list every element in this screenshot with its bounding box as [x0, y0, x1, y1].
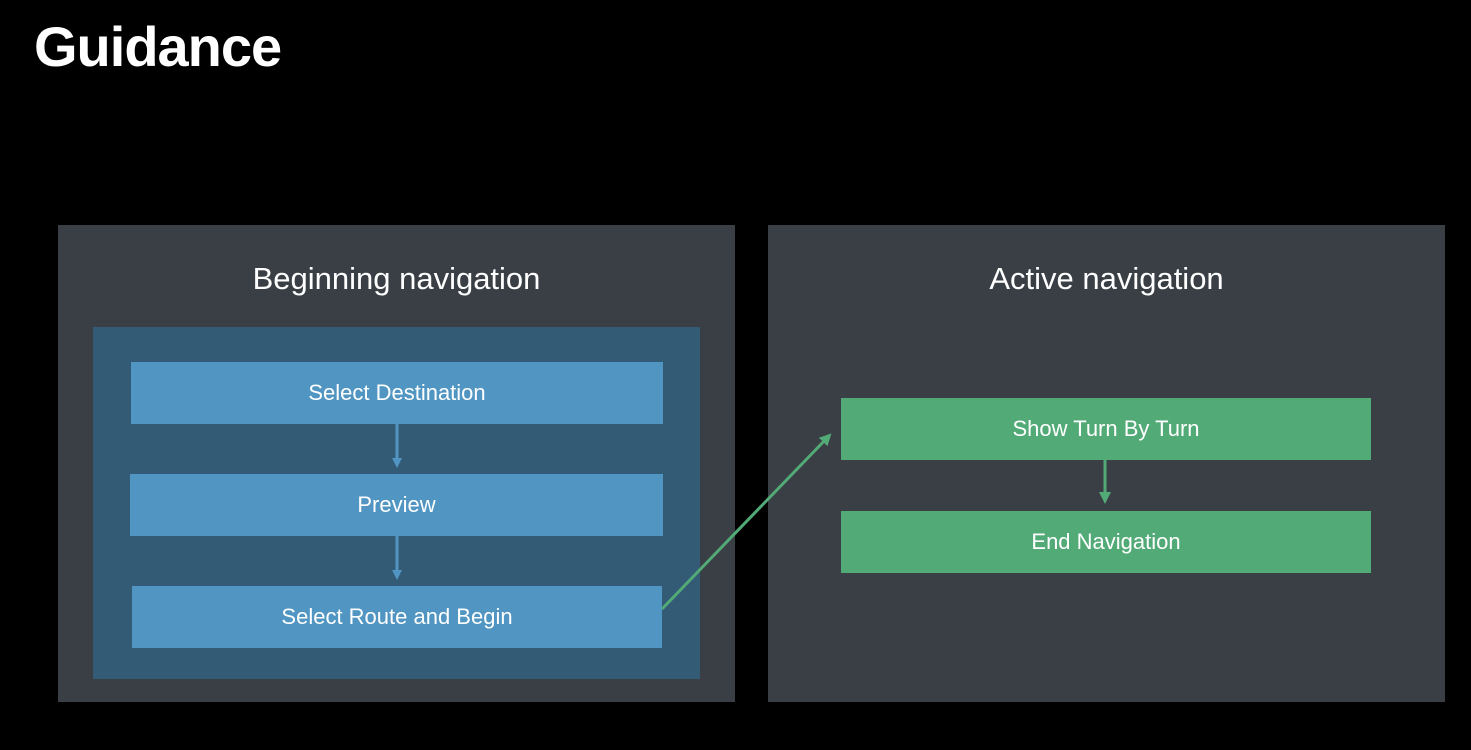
active-navigation-panel: Active navigation	[768, 225, 1445, 702]
select-route-and-begin-step: Select Route and Begin	[132, 586, 662, 648]
show-turn-by-turn-step: Show Turn By Turn	[841, 398, 1371, 460]
end-navigation-step: End Navigation	[841, 511, 1371, 573]
preview-step: Preview	[130, 474, 663, 536]
active-navigation-heading: Active navigation	[989, 261, 1224, 296]
select-destination-step: Select Destination	[131, 362, 663, 424]
page-title: Guidance	[34, 15, 282, 78]
beginning-navigation-heading: Beginning navigation	[252, 261, 541, 296]
